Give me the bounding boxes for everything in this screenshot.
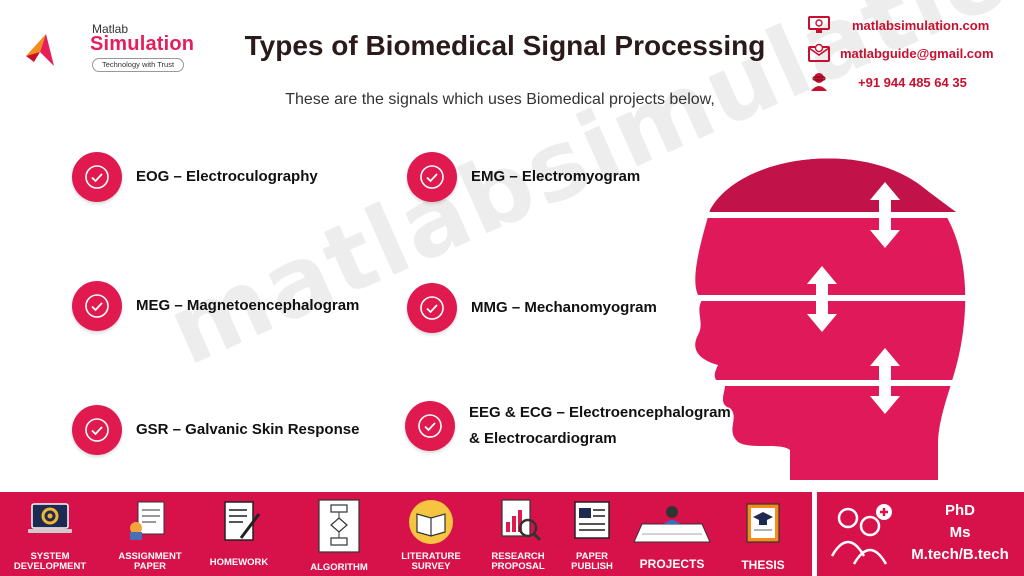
logo-mark-icon (26, 34, 54, 66)
service-line1: THESIS (741, 558, 785, 572)
service-line2: SURVEY (411, 561, 451, 572)
monitor-icon (806, 14, 832, 36)
signal-label: MEG – Magnetoencephalogram (136, 297, 360, 314)
phone-support-icon (806, 71, 832, 93)
contact-website[interactable]: matlabsimulation.com (806, 14, 989, 36)
flowchart-icon (318, 499, 360, 553)
signal-label: EEG & ECG – Electroencephalogram & Elect… (469, 400, 731, 452)
assignment-icon (130, 501, 165, 540)
service-algorithm[interactable]: ALGORITHM (300, 492, 378, 576)
service-line1: HOMEWORK (209, 557, 269, 568)
signal-item-emg: EMG – Electromyogram (407, 152, 640, 202)
head-illustration (670, 158, 970, 480)
degree-ms: Ms (949, 524, 971, 541)
brand-tagline: Technology with Trust (92, 58, 184, 72)
contact-email[interactable]: matlabguide@gmail.com (806, 42, 994, 64)
signal-item-eog: EOG – Electroculography (72, 152, 318, 202)
contact-phone[interactable]: +91 944 485 64 35 (806, 71, 967, 93)
degrees-list: PhD Ms M.tech/B.tech (896, 500, 1024, 566)
check-circle-icon (72, 281, 122, 331)
publish-icon (574, 501, 610, 539)
signal-label: EMG – Electromyogram (471, 168, 641, 185)
website-text: matlabsimulation.com (852, 17, 990, 33)
phone-text: +91 944 485 64 35 (858, 74, 967, 90)
signal-label: EOG – Electroculography (136, 168, 318, 185)
signal-item-eeg-ecg: EEG & ECG – Electroencephalogram & Elect… (405, 400, 731, 452)
research-icon (501, 499, 542, 542)
service-line1: SYSTEM (30, 551, 70, 562)
service-line1: PROJECTS (639, 557, 705, 571)
signal-item-meg: MEG – Magnetoencephalogram (72, 281, 359, 331)
service-line2: PROPOSAL (491, 561, 545, 572)
gear-laptop-icon (28, 503, 72, 533)
bar-divider (812, 492, 817, 576)
service-line1: RESEARCH (491, 551, 545, 562)
degree-mtech-btech: M.tech/B.tech (911, 546, 1009, 563)
service-line1: ALGORITHM (310, 562, 368, 573)
page-title: Types of Biomedical Signal Processing (244, 30, 766, 61)
signal-label-line1: EEG & ECG – Electroencephalogram (469, 404, 731, 421)
brand-small: Matlab (92, 22, 129, 36)
service-projects[interactable]: PROJECTS (626, 492, 718, 576)
signal-label-line2: & Electrocardiogram (469, 430, 617, 447)
service-line2: DEVELOPMENT (13, 561, 87, 572)
service-line2: PUBLISH (571, 561, 613, 572)
book-icon (409, 500, 453, 544)
service-homework[interactable]: HOMEWORK (200, 492, 278, 576)
service-thesis[interactable]: THESIS (728, 492, 798, 576)
signal-label: MMG – Mechanomyogram (471, 299, 657, 316)
brand-logo: Matlab Simulation Technology with Trust (20, 20, 200, 76)
projects-icon (633, 506, 711, 543)
service-line1: ASSIGNMENT (118, 551, 182, 562)
thesis-icon (746, 503, 780, 543)
page-subtitle: These are the signals which uses Biomedi… (285, 91, 715, 108)
signal-label: GSR – Galvanic Skin Response (136, 421, 360, 438)
email-icon (806, 42, 832, 64)
homework-icon (224, 501, 261, 541)
check-circle-icon (72, 152, 122, 202)
check-circle-icon (72, 405, 122, 455)
graduates-icon (830, 504, 892, 565)
check-circle-icon (407, 283, 457, 333)
brand-name: Simulation (90, 33, 195, 55)
service-line2: PAPER (133, 561, 167, 572)
service-line1: PAPER (575, 551, 609, 562)
signal-item-gsr: GSR – Galvanic Skin Response (72, 405, 359, 455)
updown-arrow-icon (807, 182, 900, 414)
degree-phd: PhD (945, 502, 975, 519)
email-text: matlabguide@gmail.com (840, 45, 994, 61)
service-line1: LITERATURE (401, 551, 461, 562)
check-circle-icon (405, 401, 455, 451)
check-circle-icon (407, 152, 457, 202)
signal-item-mmg: MMG – Mechanomyogram (407, 283, 657, 333)
